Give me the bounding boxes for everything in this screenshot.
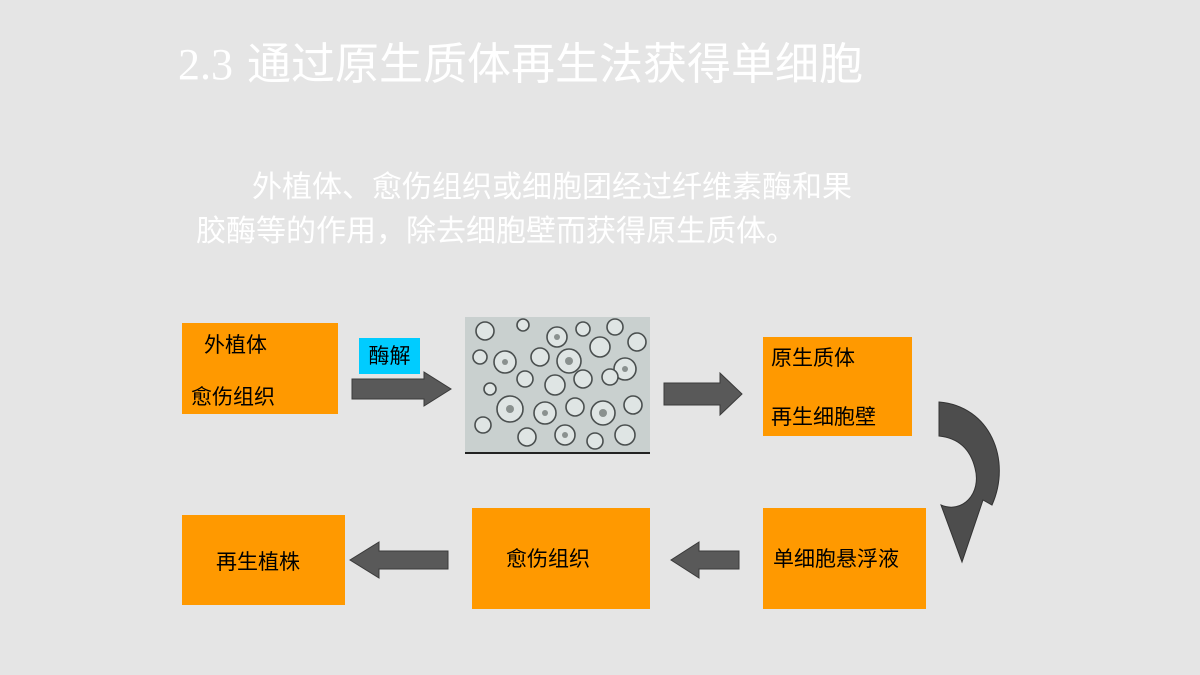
explant-box: 外植体 愈伤组织 [182, 323, 338, 414]
callus-label-top: 愈伤组织 [191, 385, 275, 409]
callus-box: 愈伤组织 [472, 508, 650, 609]
callus-label: 愈伤组织 [506, 547, 590, 571]
suspension-box: 单细胞悬浮液 [763, 508, 926, 609]
curved-arrow [938, 401, 1000, 564]
protoplast-micrograph [465, 317, 650, 454]
section-number: 2.3 [178, 40, 233, 89]
cell-wall-label: 再生细胞壁 [771, 405, 876, 429]
left-arrow-1 [670, 541, 740, 579]
plant-box: 再生植株 [182, 515, 345, 605]
description-line-1: 外植体、愈伤组织或细胞团经过纤维素酶和果 [252, 170, 852, 205]
protoplast-cells-image [465, 317, 650, 452]
protoplast-label: 原生质体 [771, 346, 855, 370]
protoplast-box: 原生质体 再生细胞壁 [763, 337, 912, 436]
left-arrow-2 [349, 541, 449, 579]
enzyme-label: 酶解 [359, 338, 420, 374]
plant-label: 再生植株 [216, 550, 300, 574]
suspension-label: 单细胞悬浮液 [773, 547, 899, 571]
description-text: 外植体、愈伤组织或细胞团经过纤维素酶和果 胶酶等的作用，除去细胞壁而获得原生质体… [196, 166, 1016, 254]
explant-label: 外植体 [204, 333, 267, 357]
description-line-2: 胶酶等的作用，除去细胞壁而获得原生质体。 [196, 214, 796, 249]
title-text: 通过原生质体再生法获得单细胞 [247, 39, 863, 90]
slide-title: 2.3 通过原生质体再生法获得单细胞 [178, 38, 978, 92]
right-arrow-1 [351, 371, 452, 407]
right-arrow-2 [663, 371, 743, 417]
